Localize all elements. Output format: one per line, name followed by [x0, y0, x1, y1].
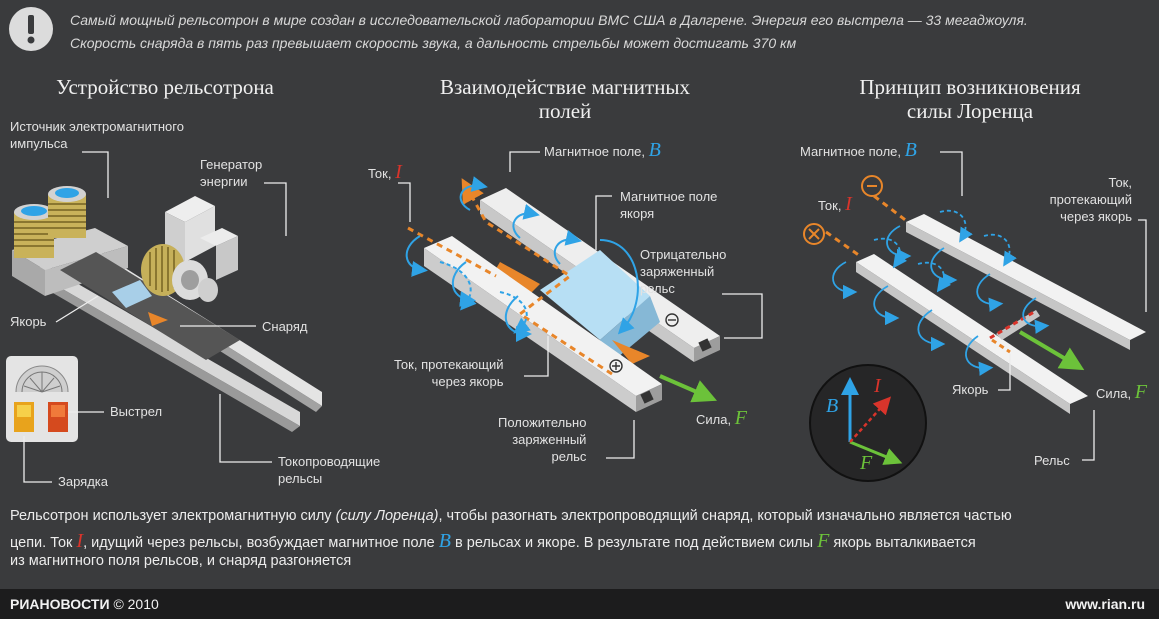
explanation-line-2: цепи. Ток I, идущий через рельсы, возбуж… [10, 530, 976, 553]
label-armature-current: Ток, протекающий через якорь [394, 356, 504, 390]
label-armature-current-line-2: через якорь [431, 374, 504, 389]
label-generator-line-1: Генератор [200, 157, 263, 172]
label-p3-armature-current-line-2: протекающий [1049, 192, 1132, 207]
vector-f-label: F [860, 452, 873, 474]
label-projectile: Снаряд [262, 319, 308, 334]
label-pulse-source: Источник электромагнитного импульса [10, 118, 184, 152]
label-generator-line-2: энергии [200, 174, 248, 189]
intro-text-line-1: Самый мощный рельсотрон в мире создан в … [70, 12, 1028, 28]
label-armature: Якорь [10, 314, 47, 329]
explanation-line-1-part-1: Рельсотрон использует электромагнитную с… [10, 508, 336, 524]
label-rails: Токопроводящие рельсы [278, 453, 380, 487]
label-current-text: Ток, [368, 166, 392, 181]
panel3-title-line-2: силы Лоренца [906, 99, 1034, 123]
label-p3-magnetic-field: Магнитное поле, B [800, 139, 917, 161]
label-armature-field-line-2: якоря [620, 206, 655, 221]
explanation-symbol-b: B [438, 530, 451, 552]
label-p3-field-text: Магнитное поле, [800, 144, 902, 159]
copyright-year: © 2010 [113, 596, 159, 612]
panel2-title-line-2: полей [538, 99, 592, 123]
site-link[interactable]: www.rian.ru [1065, 596, 1145, 612]
label-pulse-source-line-2: импульса [10, 136, 68, 151]
explanation-line-2-part-3: в рельсах и якоре. В результате под дейс… [451, 535, 818, 551]
label-positive-rail-line-3: рельс [551, 449, 587, 464]
label-negative-rail-line-1: Отрицательно [640, 247, 727, 262]
label-positive-rail: Положительно заряженный рельс [498, 414, 586, 465]
magnetic-interaction-illustration [405, 176, 720, 412]
label-negative-rail-line-3: рельс [640, 281, 675, 296]
label-magnetic-field: Магнитное поле, B [544, 139, 661, 161]
label-p3-armature-current: Ток, протекающий через якорь [1040, 174, 1132, 225]
label-fire: Выстрел [110, 404, 163, 419]
vector-i-label: I [874, 375, 881, 397]
symbol-current: I [395, 161, 402, 183]
label-field-text: Магнитное поле, [544, 144, 646, 159]
label-armature-field-line-1: Магнитное поле [620, 189, 718, 204]
exclamation-icon [9, 7, 53, 51]
railgun-device-illustration [6, 186, 322, 442]
panel2-title: Взаимодействие магнитных полей [400, 75, 730, 123]
explanation-line-2-part-4: якорь выталкивается [829, 535, 976, 551]
symbol-p3-field: B [904, 139, 917, 161]
lorentz-force-illustration [803, 175, 1146, 482]
label-p3-armature-current-line-1: Ток, [1108, 175, 1132, 190]
label-p3-force-text: Сила, [1096, 386, 1132, 401]
explanation-line-3: из магнитного поля рельсов, и снаряд раз… [10, 553, 352, 569]
label-armature-current-line-1: Ток, протекающий [394, 357, 504, 372]
panel1-title: Устройство рельсотрона [56, 75, 274, 99]
label-pulse-source-line-1: Источник электромагнитного [10, 119, 184, 134]
panel1-leader-lines [23, 151, 287, 483]
symbol-p3-current: I [845, 193, 852, 215]
explanation-line-2-part-2: , идущий через рельсы, возбуждает магнит… [83, 535, 439, 551]
label-force-text: Сила, [696, 412, 732, 427]
label-force: Сила, F [696, 407, 747, 429]
label-negative-rail: Отрицательно заряженный рельс [640, 246, 726, 297]
label-p3-armature: Якорь [952, 382, 989, 397]
panel3-leader-lines [940, 151, 1147, 461]
symbol-force: F [734, 407, 747, 429]
explanation-line-2-part-1: цепи. Ток [10, 535, 77, 551]
explanation-line-1: Рельсотрон использует электромагнитную с… [10, 508, 1012, 524]
intro-text-line-2: Скорость снаряда в пять раз превышает ск… [70, 35, 797, 51]
label-generator: Генератор энергии [200, 156, 262, 190]
brand-logo: РИАНОВОСТИ [10, 596, 110, 612]
explanation-symbol-f: F [817, 530, 830, 552]
label-p3-armature-current-line-3: через якорь [1060, 209, 1132, 224]
footer-bar: РИАНОВОСТИ © 2010 www.rian.ru [0, 589, 1159, 619]
explanation-line-1-part-3: , чтобы разогнать электропроводящий снар… [438, 508, 1012, 524]
label-p3-current: Ток, I [818, 193, 852, 215]
label-positive-rail-line-1: Положительно [498, 415, 587, 430]
label-armature-field: Магнитное поле якоря [620, 188, 717, 222]
label-positive-rail-line-2: заряженный [512, 432, 587, 447]
label-rails-line-1: Токопроводящие [278, 454, 381, 469]
label-p3-current-text: Ток, [818, 198, 842, 213]
panel2-leader-lines [398, 151, 763, 459]
explanation-symbol-i: I [76, 530, 84, 552]
symbol-p3-force: F [1134, 381, 1147, 403]
panel3-title-line-1: Принцип возникновения [859, 75, 1081, 99]
vector-b-label: B [826, 395, 839, 417]
panel2-title-line-1: Взаимодействие магнитных [439, 75, 691, 99]
label-p3-force: Сила, F [1096, 381, 1147, 403]
explanation-lorentz-term: (силу Лоренца) [335, 508, 439, 524]
footer-credit: РИАНОВОСТИ © 2010 [10, 596, 159, 612]
panel3-title: Принцип возникновения силы Лоренца [800, 75, 1140, 123]
label-rails-line-2: рельсы [278, 471, 323, 486]
label-p3-rail: Рельс [1034, 453, 1070, 468]
label-charge: Зарядка [58, 474, 108, 489]
label-current-i: Ток, I [368, 161, 402, 183]
symbol-field: B [648, 139, 661, 161]
label-negative-rail-line-2: заряженный [640, 264, 715, 279]
